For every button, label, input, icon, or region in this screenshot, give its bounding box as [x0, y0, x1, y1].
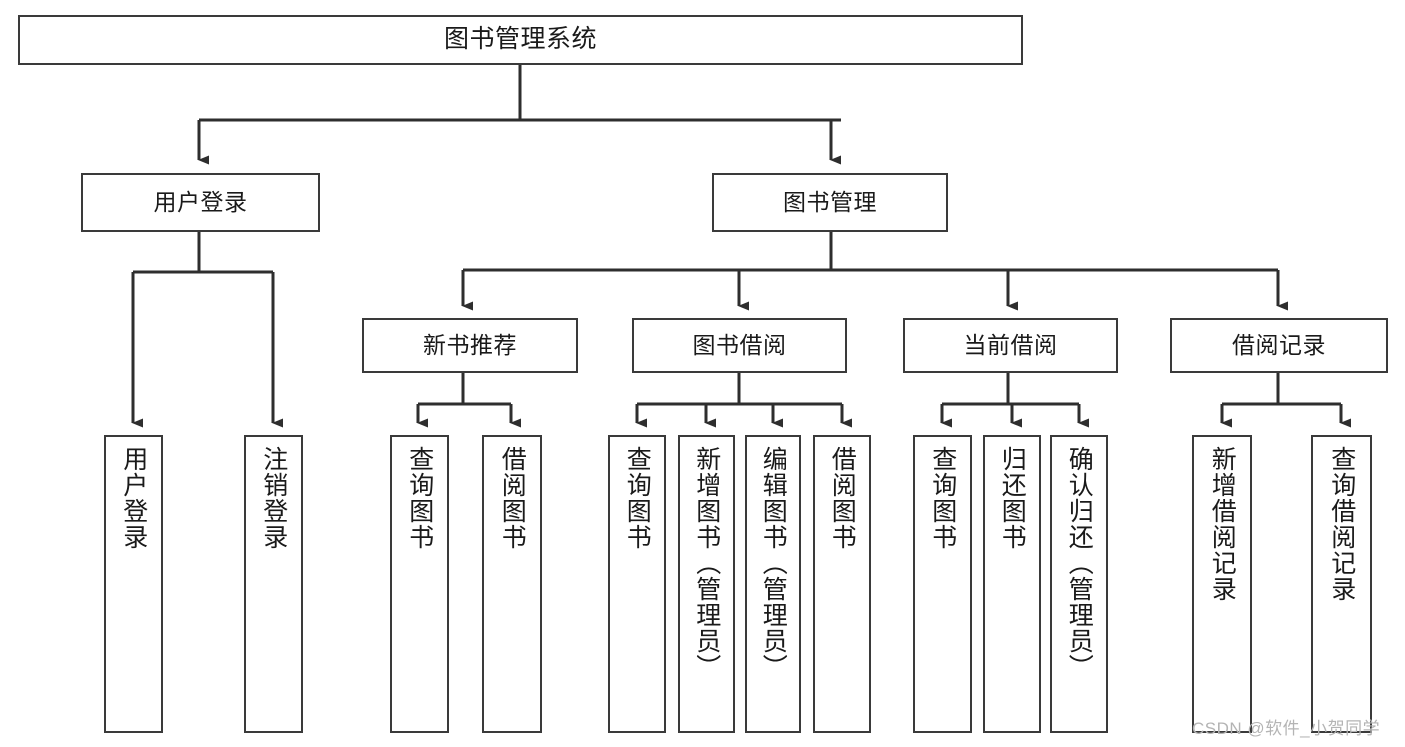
node-user-login[interactable]: 用户登录: [81, 173, 320, 232]
node-current-borrow-label: 当前借阅: [963, 331, 1058, 358]
node-leaf-return-book[interactable]: 归还图书: [983, 435, 1041, 733]
node-leaf-add-book-label: 新增图书（管理员）: [692, 446, 721, 680]
node-leaf-borrow-book-1[interactable]: 借阅图书: [482, 435, 542, 733]
node-leaf-query-book-3[interactable]: 查询图书: [913, 435, 972, 733]
node-leaf-edit-book-label: 编辑图书（管理员）: [759, 446, 788, 680]
node-root[interactable]: 图书管理系统: [18, 15, 1023, 65]
node-leaf-add-book[interactable]: 新增图书（管理员）: [678, 435, 735, 733]
node-book-borrow-label: 图书借阅: [692, 331, 787, 358]
node-leaf-query-record[interactable]: 查询借阅记录: [1311, 435, 1372, 733]
node-leaf-query-book-3-label: 查询图书: [928, 446, 957, 550]
node-book-manage[interactable]: 图书管理: [712, 173, 948, 232]
node-leaf-query-book-1[interactable]: 查询图书: [390, 435, 449, 733]
node-borrow-record[interactable]: 借阅记录: [1170, 318, 1388, 373]
node-leaf-return-book-label: 归还图书: [998, 446, 1027, 550]
node-leaf-confirm-return[interactable]: 确认归还（管理员）: [1050, 435, 1108, 733]
node-leaf-query-record-label: 查询借阅记录: [1327, 446, 1356, 602]
node-leaf-borrow-book-2[interactable]: 借阅图书: [813, 435, 871, 733]
node-leaf-logout-label: 注销登录: [259, 446, 288, 550]
node-new-book-rec[interactable]: 新书推荐: [362, 318, 578, 373]
node-borrow-record-label: 借阅记录: [1232, 331, 1326, 358]
node-user-login-label: 用户登录: [153, 188, 248, 215]
node-book-manage-label: 图书管理: [783, 188, 877, 215]
node-leaf-edit-book[interactable]: 编辑图书（管理员）: [745, 435, 801, 733]
node-leaf-borrow-book-1-label: 借阅图书: [498, 446, 527, 550]
node-leaf-user-login[interactable]: 用户登录: [104, 435, 163, 733]
node-leaf-logout[interactable]: 注销登录: [244, 435, 303, 733]
node-leaf-query-book-1-label: 查询图书: [405, 446, 434, 550]
node-book-borrow[interactable]: 图书借阅: [632, 318, 847, 373]
node-leaf-confirm-return-label: 确认归还（管理员）: [1065, 446, 1094, 680]
node-leaf-add-record-label: 新增借阅记录: [1208, 446, 1237, 602]
node-new-book-rec-label: 新书推荐: [423, 331, 517, 358]
node-leaf-user-login-label: 用户登录: [119, 446, 148, 550]
node-leaf-query-book-2-label: 查询图书: [623, 446, 652, 550]
node-leaf-query-book-2[interactable]: 查询图书: [608, 435, 666, 733]
node-current-borrow[interactable]: 当前借阅: [903, 318, 1118, 373]
node-root-label: 图书管理系统: [443, 25, 597, 54]
node-leaf-borrow-book-2-label: 借阅图书: [828, 446, 857, 550]
node-leaf-add-record[interactable]: 新增借阅记录: [1192, 435, 1252, 733]
